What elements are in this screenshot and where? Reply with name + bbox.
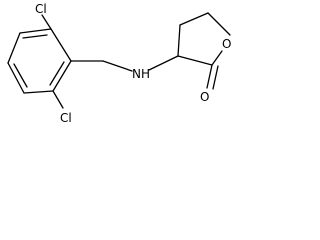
chlorine-label-bottom: Cl	[60, 111, 72, 125]
chlorine-bond-top	[41, 14, 52, 30]
carbonyl-oxygen-label: O	[200, 90, 209, 104]
lactone-ring	[177, 12, 231, 66]
ring-bond	[177, 55, 213, 66]
benzene-ring	[7, 28, 72, 94]
aromatic-bond	[7, 32, 21, 64]
aromatic-bond	[52, 60, 72, 92]
ring-bond	[179, 12, 209, 26]
aromatic-bond	[23, 90, 54, 94]
chlorine-label-top: Cl	[35, 2, 47, 16]
ring-oxygen-label: O	[222, 37, 231, 51]
aromatic-double-bond	[49, 61, 65, 86]
ring-bond	[177, 24, 181, 57]
chemical-structure-diagram: Cl Cl NH O O	[7, 2, 231, 125]
carbonyl-double-bond	[206, 64, 213, 89]
amine-label: NH	[132, 67, 150, 81]
aromatic-bond	[19, 28, 52, 34]
carbonyl-double-bond	[212, 65, 219, 90]
aromatic-bond	[7, 62, 25, 94]
aromatic-double-bond	[13, 63, 28, 88]
aromatic-double-bond	[22, 34, 48, 39]
aromatic-bond	[50, 28, 72, 62]
nitrogen-to-ring-carbon-bond	[148, 55, 179, 71]
ring-bond	[207, 12, 231, 36]
methylene-to-nitrogen-bond	[102, 60, 133, 72]
chlorine-bond-bottom	[52, 90, 64, 109]
ring-bond	[211, 50, 223, 66]
